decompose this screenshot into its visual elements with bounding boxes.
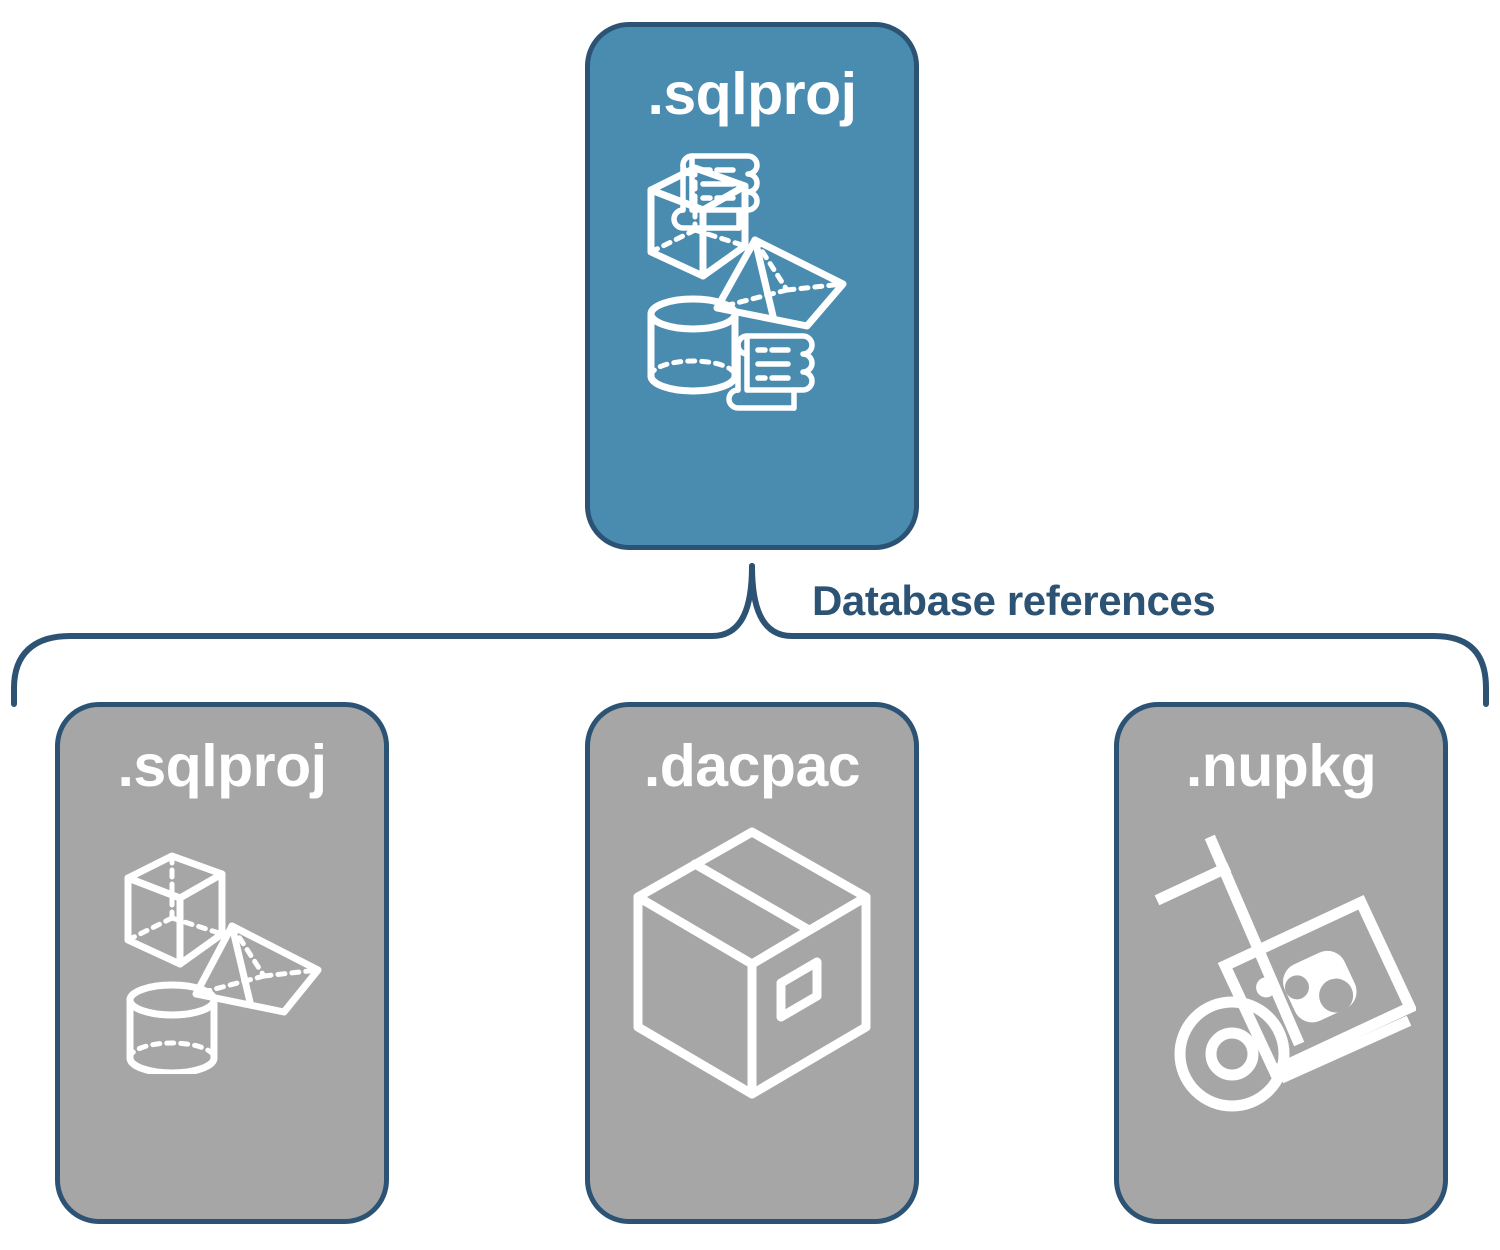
card-ref-dacpac-title: .dacpac xyxy=(643,733,861,799)
cube-icon xyxy=(124,852,226,968)
wheel-icon xyxy=(1174,996,1290,1112)
tape-seam xyxy=(690,859,814,969)
cylinder-icon xyxy=(647,295,739,395)
brace-left-half xyxy=(11,563,755,707)
hand-truck-package-icon xyxy=(1154,834,1416,1112)
dolly-shaft xyxy=(1204,834,1305,1047)
database-references-brace xyxy=(11,563,1489,707)
card-ref-nupkg[interactable]: .nupkg xyxy=(1114,702,1448,1224)
database-references-label: Database references xyxy=(812,577,1216,624)
cylinder-icon xyxy=(126,981,218,1074)
database-objects-icon xyxy=(647,153,847,411)
shipping-label xyxy=(776,957,822,1022)
card-ref-nupkg-title: .nupkg xyxy=(1185,733,1377,799)
package-box-icon xyxy=(633,827,871,1099)
nuget-box xyxy=(1217,894,1416,1079)
card-root-sqlproj[interactable]: .sqlproj xyxy=(585,22,919,550)
dolly-toe-plate xyxy=(1278,1015,1412,1084)
cube-icon xyxy=(647,164,749,280)
scroll-icon xyxy=(726,333,815,411)
database-objects-icon xyxy=(124,852,322,1074)
handle-bar xyxy=(1154,861,1232,906)
card-ref-sqlproj[interactable]: .sqlproj xyxy=(55,702,389,1224)
card-root-title: .sqlproj xyxy=(647,61,857,127)
card-ref-sqlproj-title: .sqlproj xyxy=(117,733,327,799)
card-ref-dacpac[interactable]: .dacpac xyxy=(585,702,919,1224)
pyramid-icon xyxy=(192,922,322,1016)
